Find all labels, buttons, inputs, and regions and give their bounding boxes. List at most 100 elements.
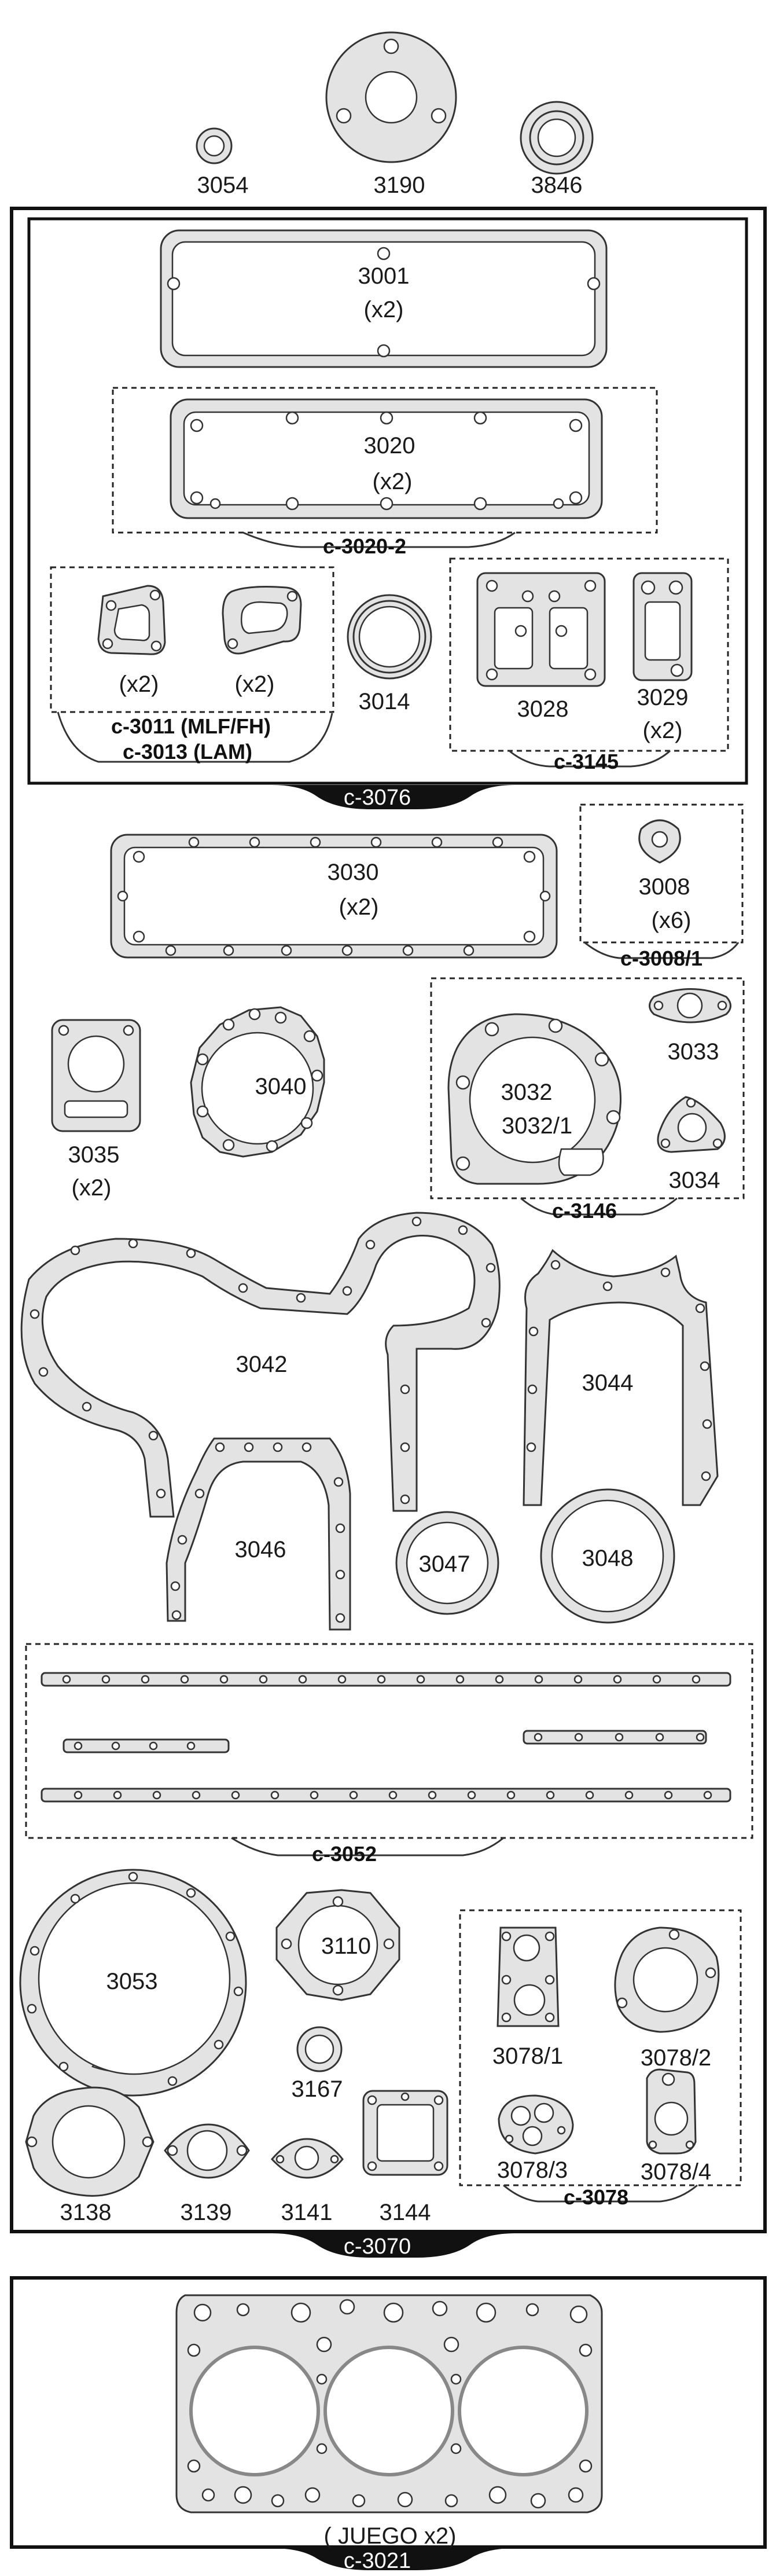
part-3078-1-label: 3078/1 <box>492 2043 563 2069</box>
kit-c-3021-tab <box>272 2548 515 2570</box>
bolt-hole <box>488 2486 507 2504</box>
kit-c-3076-tab <box>272 785 515 809</box>
part-3008-label: 3008 <box>639 874 690 900</box>
part-3011-qty: (x2) <box>119 671 159 697</box>
bolt-hole <box>579 2459 593 2473</box>
part-3032-1-label: 3032/1 <box>502 1113 572 1139</box>
bolt-hole <box>236 2303 250 2317</box>
kit-c-3146-label: c-3146 <box>552 1199 617 1223</box>
part-3053-label: 3053 <box>106 1969 158 1994</box>
part-3008: 3008 (x6) <box>638 819 692 933</box>
part-3141: 3141 <box>270 2138 344 2225</box>
kit-c-3052-bracket <box>231 1837 504 1856</box>
part-3030-qty: (x2) <box>339 894 379 920</box>
kit-c-3052-box <box>25 1643 753 1839</box>
bolt-hole <box>152 1790 161 1800</box>
part-3078-3-label: 3078/3 <box>497 2157 568 2183</box>
bolt-hole <box>316 2336 332 2353</box>
bolt-hole <box>428 1790 437 1800</box>
part-3044: 3044 <box>523 1249 719 1506</box>
part-3032-label: 3032 <box>501 1080 553 1105</box>
bolt-hole <box>219 1675 229 1684</box>
part-3034: 3034 <box>657 1096 726 1193</box>
bolt-hole <box>416 1675 425 1684</box>
bolt-hole <box>101 1675 111 1684</box>
bolt-hole <box>73 1741 83 1751</box>
bolt-hole <box>377 1675 386 1684</box>
bolt-hole <box>290 2302 311 2323</box>
kit-c-3070-label: c-3070 <box>344 2234 411 2259</box>
part-3110-label: 3110 <box>321 1933 371 1959</box>
bolt-hole <box>231 1790 240 1800</box>
kit-c-3020-2-bracket <box>242 531 516 548</box>
bolt-hole <box>534 1733 543 1742</box>
bolt-hole <box>655 1733 664 1742</box>
kit-c-3008-1-label: c-3008/1 <box>620 946 703 970</box>
kit-c-3146-bracket <box>520 1197 678 1216</box>
part-3001-label: 3001 <box>358 263 410 289</box>
part-3139-label: 3139 <box>181 2200 232 2225</box>
part-3078-2-label: 3078/2 <box>641 2045 711 2071</box>
bolt-hole <box>432 2300 448 2317</box>
part-3078-3: 3078/3 <box>497 2094 574 2183</box>
bolt-hole <box>585 1790 594 1800</box>
kit-c-3020-2-label: c-3020-2 <box>323 534 406 558</box>
part-3029-label: 3029 <box>637 685 689 710</box>
bolt-hole <box>316 2373 328 2385</box>
bolt-hole <box>304 2487 321 2503</box>
bolt-hole <box>568 2487 584 2503</box>
part-3001-qty: (x2) <box>364 297 404 322</box>
kit-c-3008-1-bracket <box>584 941 740 959</box>
kit-c-3078-box <box>459 1909 742 2186</box>
part-3033: 3033 <box>649 988 731 1065</box>
part-3053: 3053 <box>19 1869 247 2097</box>
part-3020-qty: (x2) <box>373 469 413 494</box>
bolt-hole <box>397 2491 413 2508</box>
kit-c-3011-label: c-3011 (MLF/FH) <box>111 714 271 738</box>
part-3054-label: 3054 <box>197 173 249 198</box>
bolt-hole <box>450 2373 462 2385</box>
kit-c-3070-frame <box>10 207 767 2233</box>
part-3054: 3054 <box>196 127 249 198</box>
part-3030: 3030 (x2) <box>110 834 558 959</box>
part-3020: 3020 (x2) <box>170 398 603 519</box>
bolt-hole <box>339 2299 355 2315</box>
part-3035: 3035 (x2) <box>51 1019 141 1201</box>
bolt-hole <box>455 1675 465 1684</box>
part-3078-4: 3078/4 <box>641 2068 711 2185</box>
bolt-hole <box>525 2303 539 2317</box>
part-3029: 3029 (x2) <box>632 572 693 743</box>
part-3042-label: 3042 <box>236 1352 288 1377</box>
bolt-hole <box>73 1790 83 1800</box>
bolt-hole <box>530 2493 546 2509</box>
bolt-hole <box>201 2488 215 2502</box>
part-3011: (x2) <box>97 585 166 697</box>
bolt-hole <box>613 1675 622 1684</box>
part-3008-qty: (x6) <box>652 908 692 933</box>
part-3048-label: 3048 <box>582 1546 634 1571</box>
part-3028: 3028 <box>476 572 606 722</box>
bolt-hole <box>388 1790 398 1800</box>
bolt-hole <box>579 2343 593 2357</box>
bolt-hole <box>506 1790 516 1800</box>
bolt-hole <box>703 1790 712 1800</box>
kit-c-3078-label: c-3078 <box>564 2185 628 2209</box>
part-3138: 3138 <box>25 2086 155 2225</box>
part-3046: 3046 <box>166 1437 351 1631</box>
bolt-hole <box>259 1675 268 1684</box>
bolt-hole <box>349 1790 358 1800</box>
kit-c-3076-label: c-3076 <box>344 786 411 810</box>
part-3028-label: 3028 <box>517 696 569 722</box>
bolt-hole <box>652 1675 661 1684</box>
part-3047: 3047 <box>395 1511 499 1615</box>
part-3001: 3001 (x2) <box>160 229 608 368</box>
part-3141-label: 3141 <box>281 2200 333 2225</box>
bolt-hole <box>337 1675 347 1684</box>
bolt-hole <box>187 2343 201 2357</box>
kit-c-3078-bracket <box>503 2184 698 2203</box>
part-3030-label: 3030 <box>328 860 379 885</box>
kit-c-3145-bracket <box>509 750 671 768</box>
part-3035-label: 3035 <box>68 1142 120 1168</box>
kit-c-3070-tab <box>272 2233 515 2258</box>
kit-c-3021-frame <box>10 2276 767 2549</box>
